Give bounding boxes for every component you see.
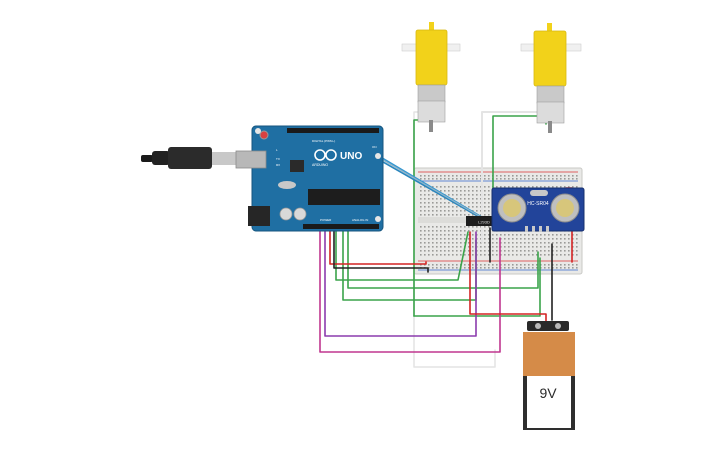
board-sub-brand: ARDUINO [312,163,328,167]
receiver-mesh [556,199,574,217]
crystal-oscillator [530,190,548,196]
dc-motor-right[interactable] [520,23,582,133]
wire-green-3 [413,257,541,317]
battery-9v[interactable]: 9V [523,321,575,430]
battery-snap [527,321,569,331]
dc-motor-left[interactable] [401,22,461,132]
wire-black-1 [333,227,429,273]
pin-trig [532,226,535,232]
dc-power-jack [248,206,270,226]
driver-chip-label: L293D [478,220,490,225]
analog-header-label: ANALOG IN [352,218,368,222]
motor-driver-chip[interactable]: L293D [466,216,496,226]
battery-terminal-negative [535,323,541,329]
crystal [278,181,296,189]
wire-red-1 [329,227,427,265]
capacitor-2 [293,207,307,221]
rx-led-label: RX [276,163,280,167]
atmega-chip [308,189,380,205]
mount-hole [375,153,381,159]
mount-hole [375,216,381,222]
usb-cable[interactable] [141,147,236,169]
capacitor-1 [279,207,293,221]
digital-header-label: DIGITAL (PWM~) [312,139,335,143]
usb-connector-metal [212,152,236,165]
usb-b-port [235,150,267,169]
board-brand: UNO [340,151,362,162]
sensor-label: HC-SR04 [527,201,549,207]
usb-chip [290,160,304,172]
arduino-logo [314,149,337,161]
power-analog-header [303,224,379,229]
digital-header [287,128,379,133]
l-led-label: L [276,148,278,152]
on-led-label: ON [372,145,377,149]
wire-green-2 [347,227,539,289]
battery-label-area [527,376,571,428]
usb-plug [168,147,212,169]
pin-gnd [546,226,549,232]
power-header-label: POWER [320,218,332,222]
wire-magenta [319,227,501,353]
reset-button [259,130,269,140]
ultrasonic-sensor[interactable]: HC-SR04 [491,187,585,232]
wire-purple [324,227,477,337]
battery-label: 9V [539,385,557,401]
wire-red-2 [469,231,547,323]
mount-hole [255,128,261,134]
tx-led-label: TX [276,157,280,161]
battery-top-band [523,332,575,376]
pin-echo [539,226,542,232]
arduino-uno-board[interactable]: UNO ARDUINO DIGITAL (PWM~) POWER ANALOG … [235,125,384,232]
transmitter-mesh [503,199,521,217]
battery-terminal-positive [555,323,561,329]
pin-vcc [525,226,528,232]
